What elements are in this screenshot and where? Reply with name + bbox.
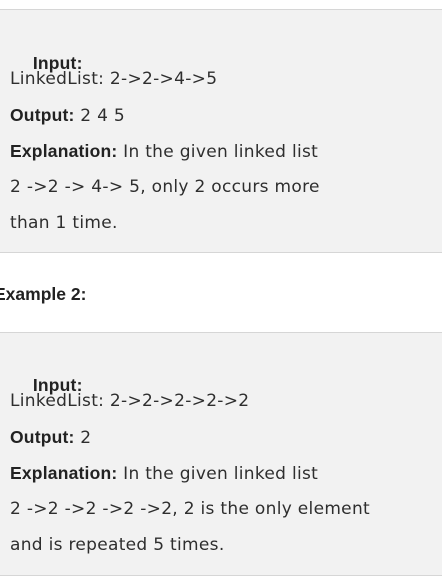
- explanation-text-1: In the given linked list: [117, 464, 319, 484]
- explanation-label: Explanation:: [10, 463, 118, 483]
- explanation-text-3: and is repeated 5 times.: [10, 535, 225, 555]
- input-label: Input:: [32, 375, 83, 395]
- explanation-text-2: 2 ->2 ->2 ->2 ->2, 2 is the only element: [10, 499, 370, 519]
- output-row: Output: 2: [10, 427, 91, 448]
- explanation-text-3: than 1 time.: [10, 213, 118, 233]
- example-2-heading: Example 2:: [0, 284, 87, 304]
- explanation-text-1: In the given linked list: [117, 142, 319, 162]
- example-2-box: Input: LinkedList: 2->2->2->2->2 Output:…: [0, 332, 442, 576]
- explanation-row: Explanation: In the given linked list: [10, 141, 318, 162]
- output-value: 2 4 5: [74, 106, 126, 126]
- input-value: LinkedList: 2->2->4->5: [10, 69, 218, 89]
- explanation-label: Explanation:: [10, 141, 118, 161]
- output-label: Output:: [10, 427, 75, 447]
- explanation-text-2: 2 ->2 -> 4-> 5, only 2 occurs more: [10, 177, 320, 197]
- output-row: Output: 2 4 5: [10, 105, 125, 126]
- input-row: Input:: [10, 33, 83, 94]
- example-1-box: Input: LinkedList: 2->2->4->5 Output: 2 …: [0, 9, 442, 253]
- output-label: Output:: [10, 105, 75, 125]
- explanation-row: Explanation: In the given linked list: [10, 463, 318, 484]
- input-label: Input:: [32, 53, 83, 73]
- input-value: LinkedList: 2->2->2->2->2: [10, 391, 250, 411]
- input-row: Input:: [10, 355, 83, 416]
- output-value: 2: [74, 428, 92, 448]
